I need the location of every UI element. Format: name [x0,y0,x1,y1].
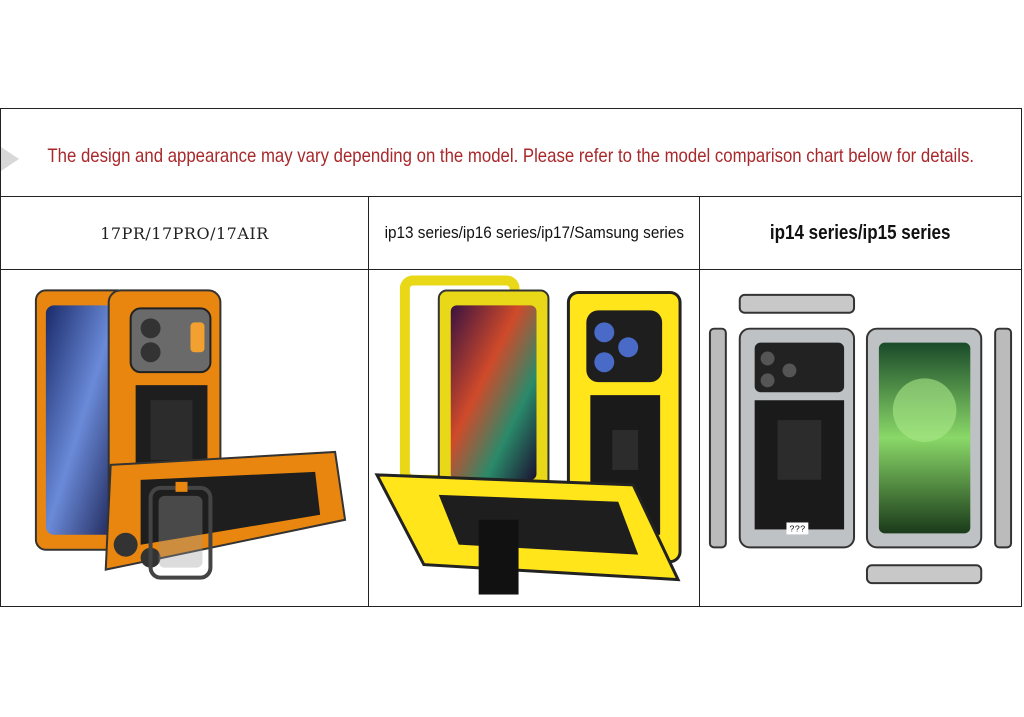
comparison-grid: 17PR/17PRO/17AIR ip13 series/ip16 series… [1,197,1021,607]
notice-text: The design and appearance may vary depen… [47,145,975,167]
orange-case-image [1,270,369,607]
column-header-silver: ip14 series/ip15 series [700,197,1021,270]
yellow-case-image [369,270,700,607]
column-label: ip14 series/ip15 series [770,221,951,244]
column-label: 17PR/17PRO/17AIR [100,223,269,243]
orange-phone-case-illustration [34,289,347,580]
case-badge-text: ??? [789,524,805,534]
column-label: ip13 series/ip16 series/ip17/Samsung ser… [384,223,684,242]
column-header-yellow: ip13 series/ip16 series/ip17/Samsung ser… [369,197,700,270]
notice-banner: The design and appearance may vary depen… [1,109,1021,197]
yellow-phone-case-illustration [374,275,682,595]
column-header-orange: 17PR/17PRO/17AIR [1,197,369,270]
model-comparison-chart: The design and appearance may vary depen… [0,108,1022,607]
silver-phone-case-illustration: ??? [708,293,1013,585]
arrow-icon [1,147,19,171]
silver-case-image: ??? [700,270,1021,607]
